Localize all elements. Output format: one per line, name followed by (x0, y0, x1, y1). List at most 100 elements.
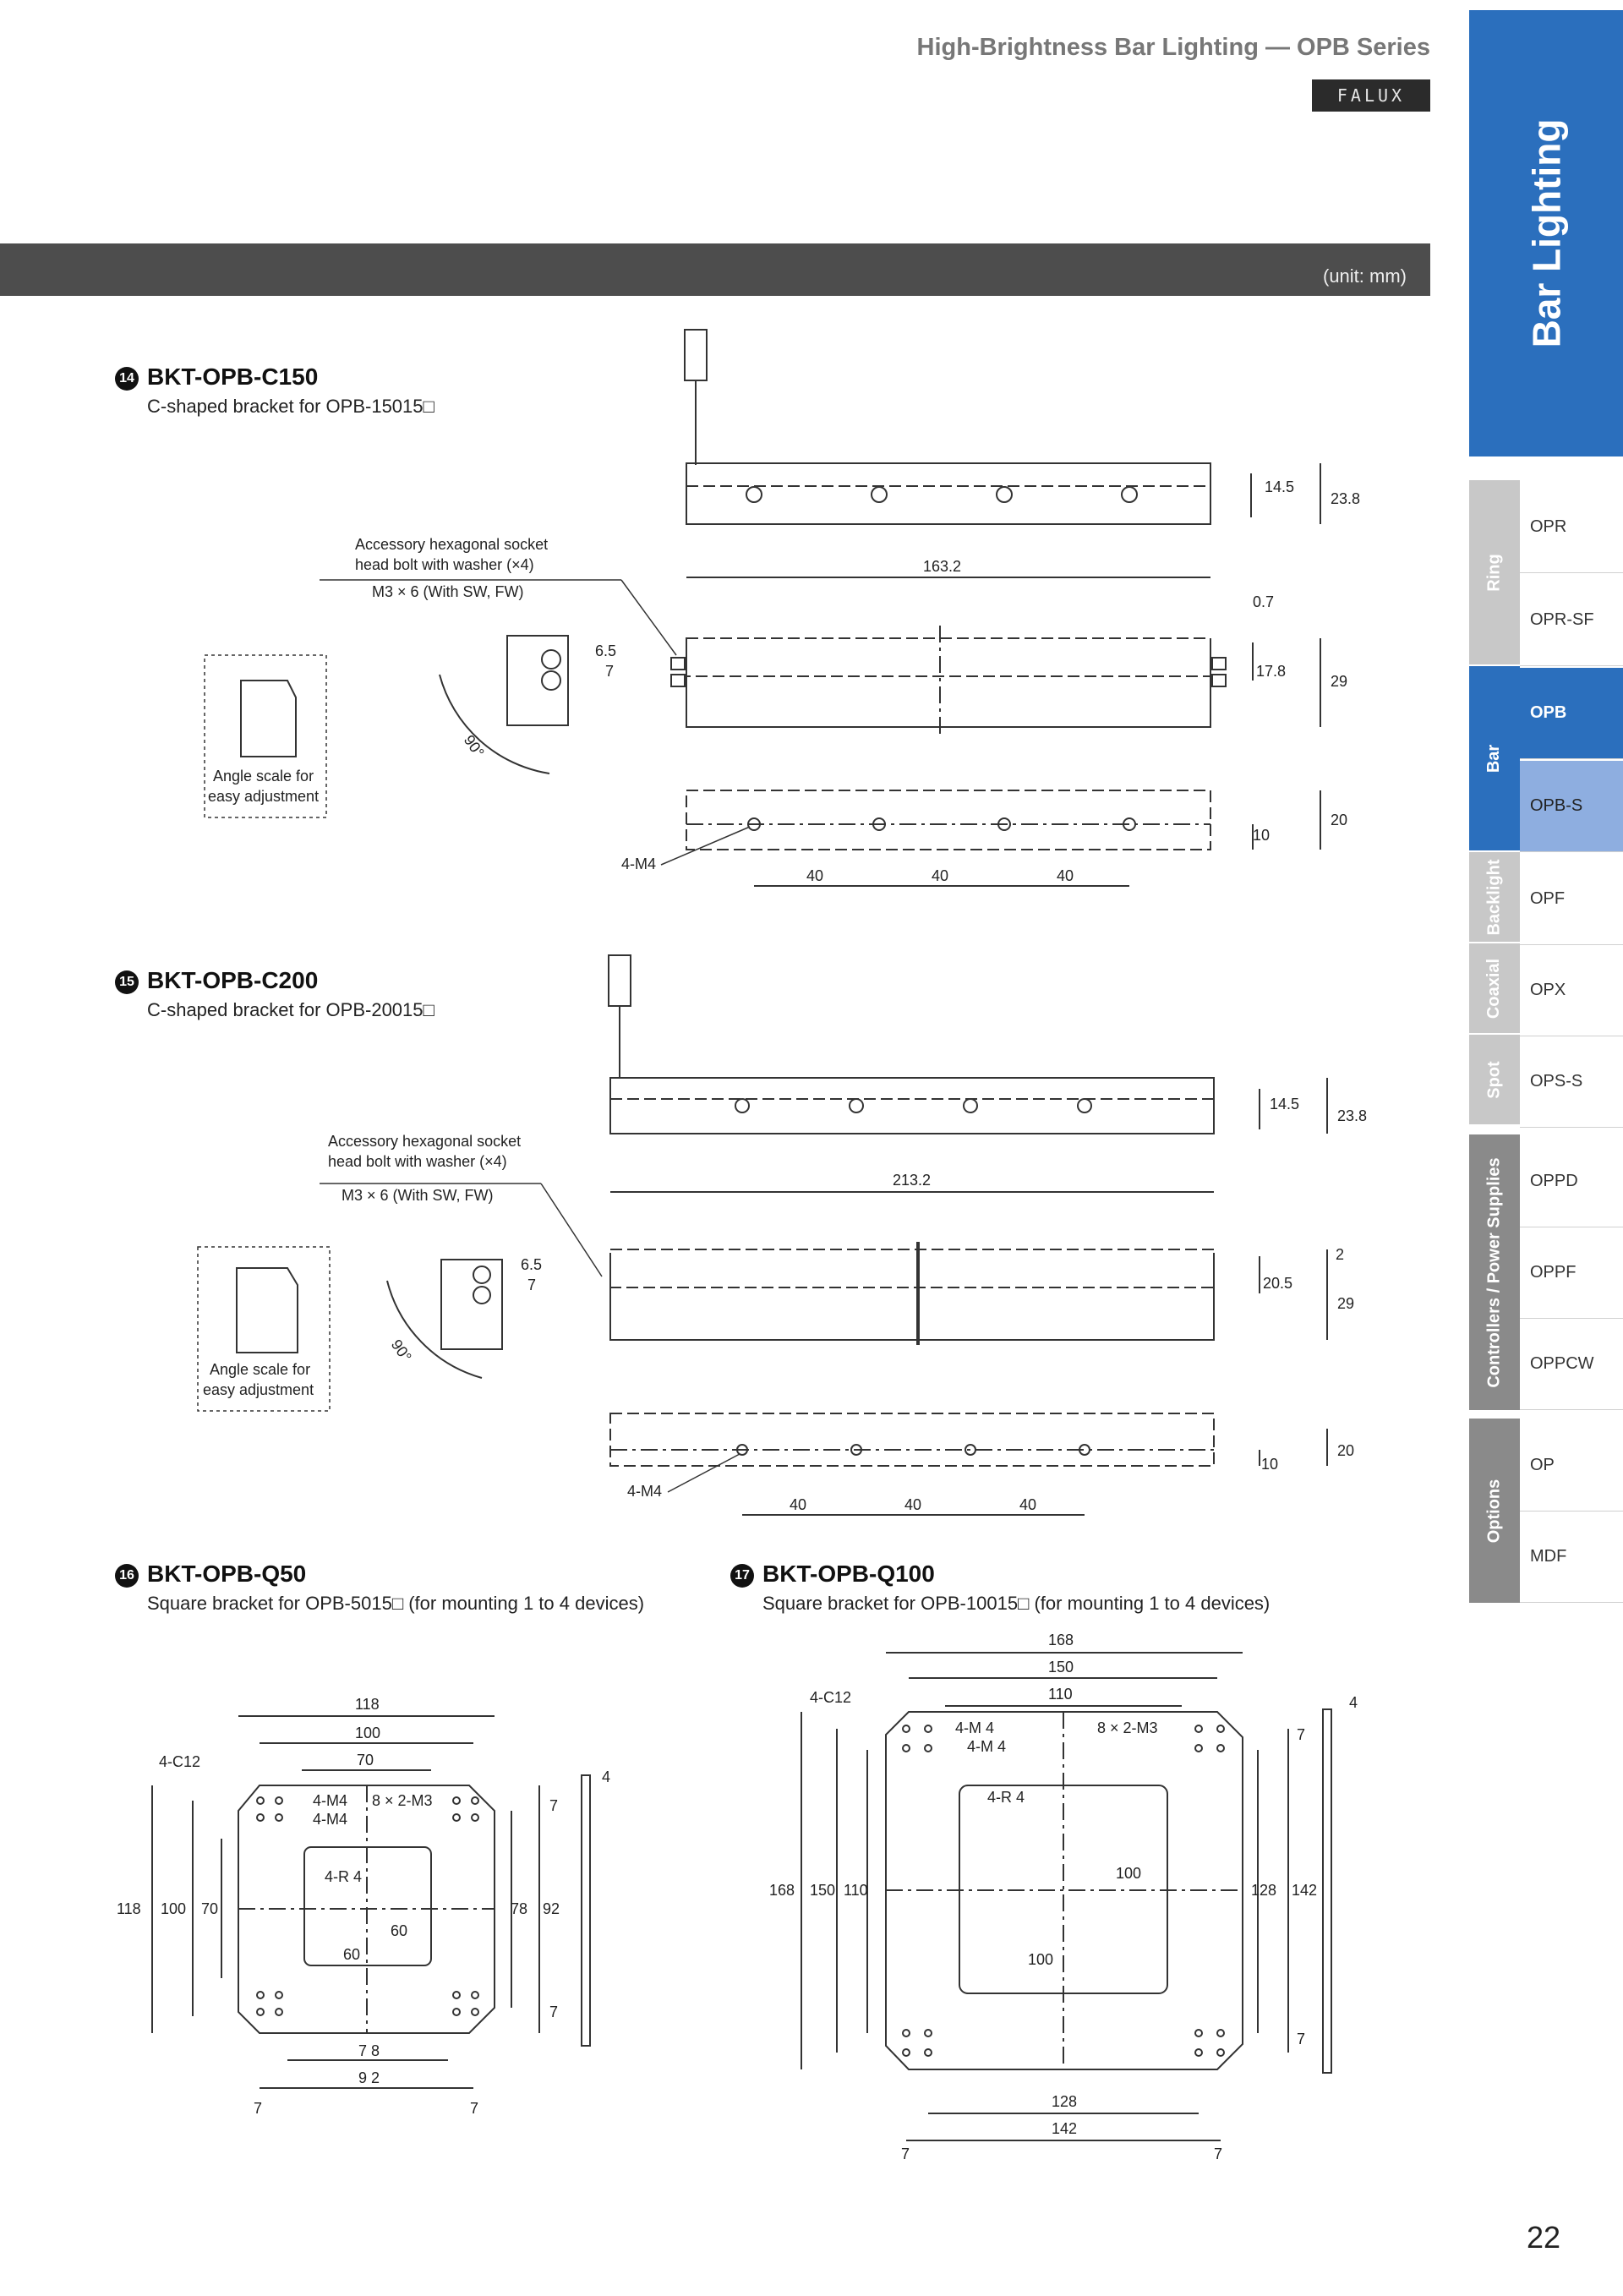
dim-right-b: 92 (543, 1900, 560, 1917)
bolt-spec: M3 × 6 (With SW, FW) (372, 583, 524, 600)
bolt-note-line-1: Accessory hexagonal socket (328, 1133, 521, 1150)
bracket-q100-drawing: 168 150 110 4-C12 4-M 4 4-M 4 8 × 2-M3 4… (769, 1632, 1358, 2162)
dim-seven: 7 (1297, 1726, 1305, 1743)
dim-height-2: 150 (810, 1882, 835, 1899)
dim-pitch-2: 40 (904, 1496, 921, 1513)
dim-seven: 7 (254, 2100, 262, 2117)
sidebar-item-opb[interactable]: OPB (1520, 668, 1623, 759)
dim-height-2: 100 (161, 1900, 186, 1917)
bracket-c150-drawing: 14.5 23.8 163.2 0.7 17.8 29 10 20 40 40 … (204, 329, 1360, 887)
dim-seven: 7 (1297, 2031, 1305, 2047)
angle-note-line-1: Angle scale for (210, 1361, 310, 1378)
sidebar-category-controllers[interactable]: Controllers / Power Supplies (1469, 1134, 1520, 1410)
sidebar-category-backlight[interactable]: Backlight (1469, 852, 1520, 942)
dim-seven: 7 (1214, 2146, 1222, 2162)
bracket-q50-drawing: 118 100 70 4-C12 4-M4 4-M4 8 × 2-M3 4-R … (117, 1696, 610, 2117)
dim-thick: 0.7 (1253, 593, 1274, 610)
sidebar-item-opf[interactable]: OPF (1520, 854, 1623, 945)
sidebar-item-mdf[interactable]: MDF (1520, 1512, 1623, 1603)
dim-bottom-142: 142 (1052, 2120, 1077, 2137)
brand-logo: FALUX (1312, 79, 1430, 112)
bracket-c200-drawing: 14.5 23.8 213.2 2 20.5 29 10 20 40 40 40… (197, 954, 1367, 1516)
bar-top-view (686, 462, 1211, 525)
dim-angle: 90° (461, 732, 488, 761)
section-number-badge: 14 (115, 367, 139, 391)
sidebar-category-bar[interactable]: Bar (1469, 666, 1520, 850)
sidebar-item-opr[interactable]: OPR (1520, 482, 1623, 573)
plate-outline (238, 1785, 495, 2034)
hole-label: 4-M4 (621, 856, 656, 872)
section-subtitle: C-shaped bracket for OPB-20015□ (147, 999, 434, 1020)
dim-bottom-128: 128 (1052, 2093, 1077, 2110)
sidebar-item-ops-s[interactable]: OPS-S (1520, 1036, 1623, 1128)
dim-thick: 4 (602, 1768, 610, 1785)
corner-r4: 4-R 4 (987, 1789, 1025, 1806)
dim-top-h2: 23.8 (1337, 1107, 1367, 1124)
sidebar-item-oppd[interactable]: OPPD (1520, 1136, 1623, 1227)
section-title: BKT-OPB-Q100 (762, 1561, 935, 1587)
dim-inner-h: 60 (391, 1922, 407, 1939)
dim-bolt-d2: 7 (527, 1276, 536, 1293)
sidebar-item-oppcw[interactable]: OPPCW (1520, 1319, 1623, 1410)
section-subtitle: Square bracket for OPB-5015□ (for mounti… (147, 1593, 645, 1614)
dim-top-h1: 14.5 (1265, 478, 1294, 495)
bolt-detail-shape (506, 635, 569, 726)
plate-outline (885, 1711, 1243, 2070)
dim-top-h2: 23.8 (1331, 490, 1360, 507)
bolt-note-line-1: Accessory hexagonal socket (355, 536, 548, 553)
dim-seven: 7 (470, 2100, 478, 2117)
sidebar-category-spot[interactable]: Spot (1469, 1035, 1520, 1124)
dim-mid-h2: 29 (1331, 673, 1347, 690)
sidebar-category-options[interactable]: Options (1469, 1419, 1520, 1603)
sidebar-category-ring[interactable]: Ring (1469, 480, 1520, 664)
dim-w3: 70 (357, 1752, 374, 1768)
dim-right-a: 128 (1251, 1882, 1276, 1899)
dim-pitch-1: 40 (790, 1496, 806, 1513)
dim-bot-h2: 20 (1337, 1442, 1354, 1459)
dim-mid-h2: 29 (1337, 1295, 1354, 1312)
dim-right-b: 142 (1292, 1882, 1317, 1899)
dim-pitch-1: 40 (806, 867, 823, 884)
section-number-badge: 16 (115, 1564, 139, 1588)
sidebar-category-coaxial[interactable]: Coaxial (1469, 943, 1520, 1033)
sidebar-item-opr-sf[interactable]: OPR-SF (1520, 575, 1623, 666)
hole-c12: 4-C12 (810, 1689, 851, 1706)
hole-m3: 8 × 2-M3 (1097, 1719, 1158, 1736)
dim-seven: 7 (549, 2004, 558, 2020)
section-title: BKT-OPB-C200 (147, 967, 319, 993)
angle-scale-box (204, 654, 327, 818)
dim-w2: 100 (355, 1725, 380, 1741)
dim-bolt-d1: 6.5 (521, 1256, 542, 1273)
dim-angle: 90° (388, 1337, 415, 1365)
unit-note: (unit: mm) (1323, 265, 1407, 287)
dim-inner-w: 60 (343, 1946, 360, 1963)
dim-length: 213.2 (893, 1172, 931, 1189)
section-subtitle: C-shaped bracket for OPB-15015□ (147, 396, 434, 417)
dim-bot-h1: 10 (1261, 1456, 1278, 1473)
sidebar-item-opx[interactable]: OPX (1520, 945, 1623, 1036)
dim-seven: 7 (549, 1797, 558, 1814)
dim-bottom-92: 9 2 (358, 2069, 380, 2086)
dim-pitch-3: 40 (1057, 867, 1074, 884)
angle-note-line-1: Angle scale for (213, 768, 314, 784)
sidebar-item-op[interactable]: OP (1520, 1420, 1623, 1512)
dim-bot-h1: 10 (1253, 827, 1270, 844)
hole-m3: 8 × 2-M3 (372, 1792, 433, 1809)
page-number: 22 (1527, 2220, 1561, 2255)
hole-m4-b: 4-M 4 (967, 1738, 1006, 1755)
angle-note-line-2: easy adjustment (203, 1381, 314, 1398)
dim-w3: 110 (1048, 1686, 1073, 1703)
dim-w1: 118 (355, 1696, 380, 1713)
dim-bolt-d2: 7 (605, 663, 614, 680)
dim-pitch-3: 40 (1019, 1496, 1036, 1513)
section-title: BKT-OPB-C150 (147, 364, 319, 390)
sidebar-item-opb-s[interactable]: OPB-S (1520, 761, 1623, 852)
section-number-badge: 15 (115, 970, 139, 994)
dim-length: 163.2 (923, 558, 961, 575)
dim-w1: 168 (1048, 1632, 1074, 1648)
dim-seven: 7 (901, 2146, 910, 2162)
sidebar-category-header[interactable]: Bar Lighting (1469, 10, 1623, 456)
dim-height-3: 110 (844, 1882, 868, 1899)
sidebar-item-oppf[interactable]: OPPF (1520, 1227, 1623, 1319)
hole-m4-a: 4-M 4 (955, 1719, 994, 1736)
